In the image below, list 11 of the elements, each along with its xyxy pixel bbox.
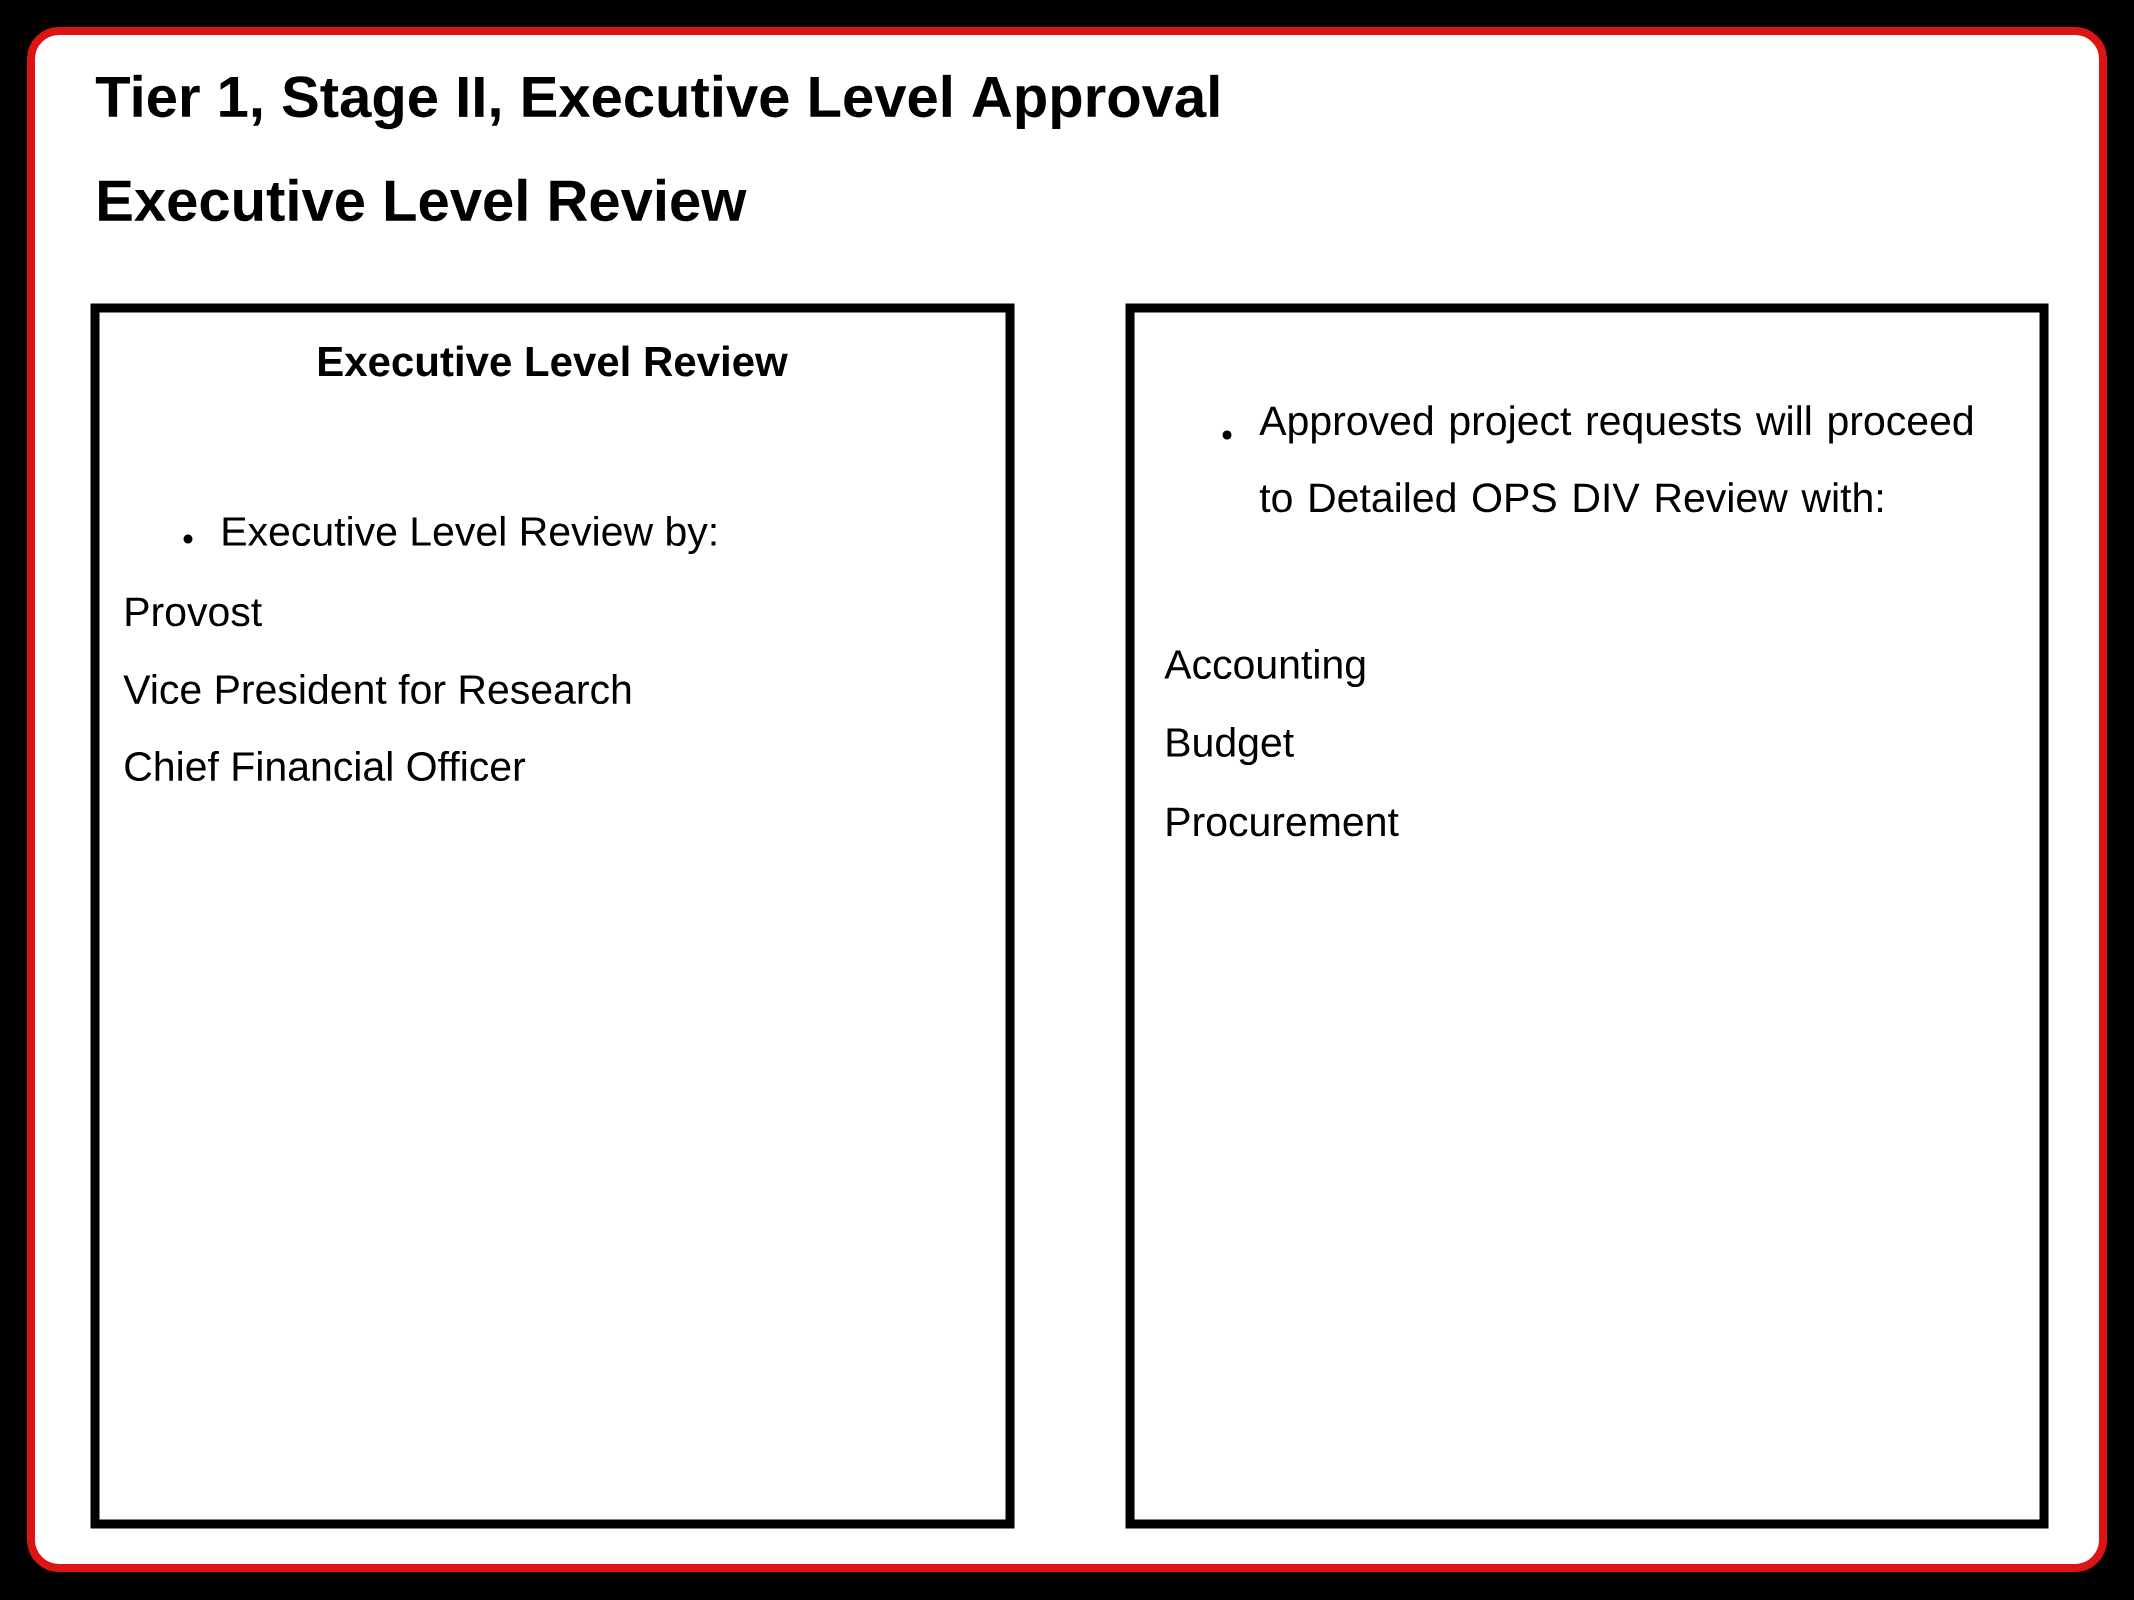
bullet-item: Approved project requests will proceed to Detailed OPS DIV Review with:: [1222, 405, 1972, 513]
list-item: Accounting: [1164, 648, 1365, 688]
list-item: Procurement: [1167, 807, 1399, 837]
bullet-item: Executive Level Review by:: [183, 515, 716, 555]
panel-heading: Executive Level Review: [319, 345, 788, 377]
title: Tier 1, Stage II, Executive Level Approval: [95, 74, 1219, 130]
list-item: Budget: [1167, 726, 1294, 766]
subtitle: Executive Level Review: [99, 178, 747, 222]
list-item: Provost: [126, 597, 262, 627]
list-item: Chief Financial Officer: [125, 750, 526, 782]
list-item: Vice President for Research: [123, 673, 631, 705]
